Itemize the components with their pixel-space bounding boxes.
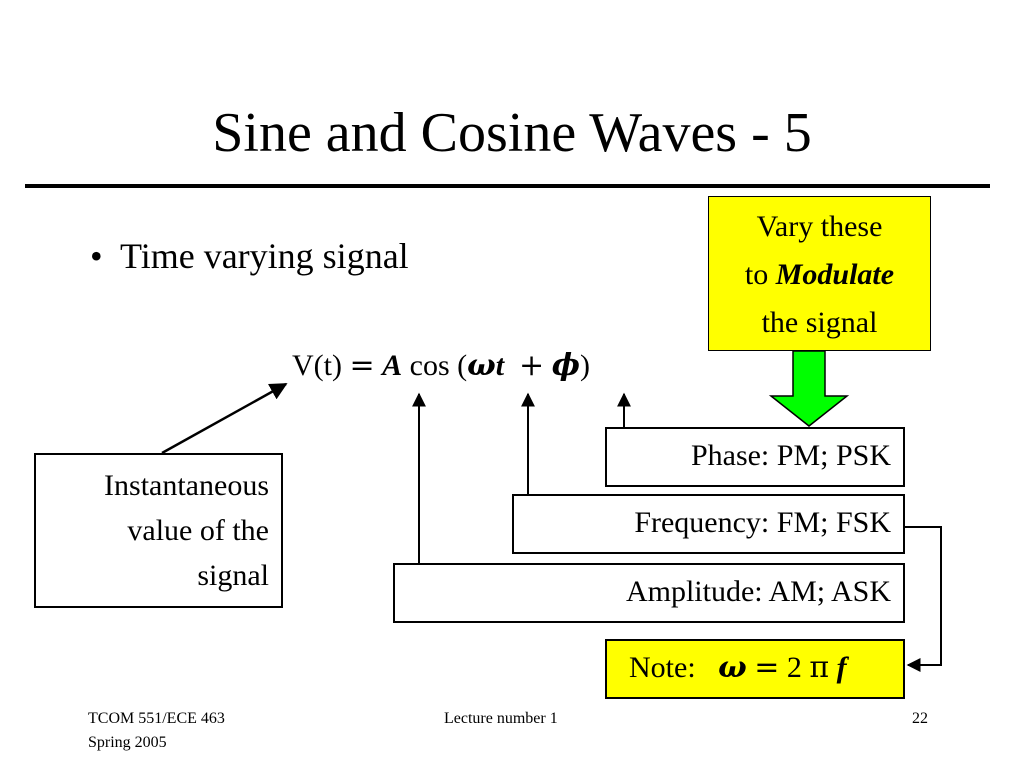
vary-modulate-word: Modulate	[775, 258, 895, 291]
eq-omega: ω	[467, 348, 496, 383]
slide-title: Sine and Cosine Waves - 5	[212, 102, 812, 164]
footer-lecture: Lecture number 1	[444, 710, 558, 727]
bullet-text: Time varying signal	[120, 236, 409, 276]
instantaneous-value-box: Instantaneous value of the signal	[34, 453, 283, 608]
vary-line-3: the signal	[761, 306, 878, 339]
footer-page-number: 22	[912, 710, 928, 727]
eq-cos: cos (	[409, 349, 468, 382]
phase-box: Phase: PM; PSK	[605, 427, 905, 487]
note-f: f	[836, 651, 847, 684]
footer-course-code: TCOM 551/ECE 463	[88, 710, 225, 727]
note-two: 2	[786, 651, 802, 684]
frequency-to-note-arrow	[905, 526, 942, 672]
title-divider	[25, 184, 990, 188]
note-omega: ω	[718, 650, 747, 685]
note-pi: π	[809, 650, 830, 685]
inst-line-2: value of the	[127, 514, 269, 547]
note-equals: =	[754, 650, 780, 685]
vary-line-1: Vary these	[756, 210, 883, 243]
footer-course: TCOM 551/ECE 463 Spring 2005	[88, 707, 225, 755]
vary-these-callout: Vary these to Modulate the signal	[708, 196, 931, 351]
amplitude-box: Amplitude: AM; ASK	[393, 563, 905, 623]
footer-term: Spring 2005	[88, 734, 167, 751]
eq-amplitude: A	[382, 349, 403, 382]
eq-phi: ϕ	[551, 348, 580, 383]
frequency-box: Frequency: FM; FSK	[512, 494, 905, 554]
vary-line-2-prefix: to	[744, 258, 769, 291]
eq-close: )	[579, 349, 590, 382]
equation: V(t) = A cos (ωt + ϕ)	[292, 346, 590, 386]
note-label: Note:	[629, 651, 696, 684]
vary-line-2: to Modulate	[709, 251, 930, 299]
green-down-arrow	[768, 350, 850, 427]
eq-equals: =	[349, 348, 375, 383]
inst-line-3: signal	[197, 559, 269, 592]
bullet-item: • Time varying signal	[90, 234, 409, 278]
note-box: Note: ω = 2 π f	[605, 639, 905, 699]
bullet-marker: •	[90, 236, 103, 276]
instantaneous-pointer-arrow	[161, 382, 288, 455]
inst-line-1: Instantaneous	[104, 469, 269, 502]
eq-lhs: V(t)	[292, 349, 342, 382]
eq-t: t	[495, 349, 505, 382]
eq-plus: +	[519, 348, 545, 383]
